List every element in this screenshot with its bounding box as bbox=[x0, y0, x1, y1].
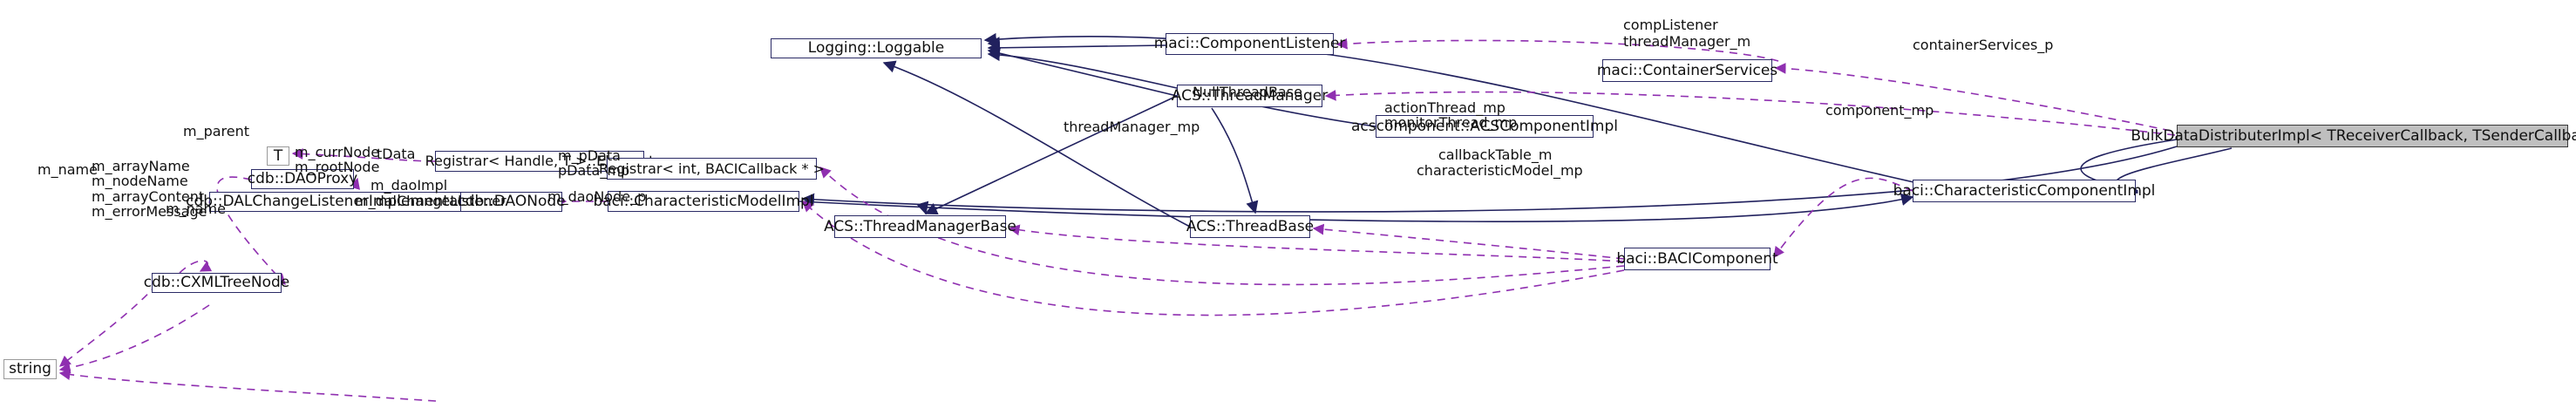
node-label: baci::CharacteristicComponentImpl bbox=[1893, 181, 2156, 200]
node-label: cdb::DALChangeListenerImplementation bbox=[186, 193, 486, 210]
node-label: acscomponent::ACSComponentImpl bbox=[1350, 117, 1619, 135]
node-maci-containerservices[interactable]: maci::ContainerServices bbox=[1597, 59, 1777, 82]
node-maci-componentlistener[interactable]: maci::ComponentListener bbox=[1154, 33, 1345, 55]
edge-label-complistener: compListener bbox=[1623, 17, 1718, 33]
node-label: Logging::Loggable bbox=[807, 39, 945, 57]
node-label: string bbox=[9, 360, 51, 377]
node-label: maci::ComponentListener bbox=[1153, 35, 1346, 52]
node-template-parameter-t[interactable]: T bbox=[267, 146, 289, 166]
edge-label-threadmanager-mp: threadManager_mp bbox=[1064, 119, 1200, 135]
inheritance-edges-lower bbox=[799, 37, 2233, 222]
edge-label-callbacktable-m: callbackTable_m bbox=[1438, 146, 1553, 163]
node-label: Registrar< int, BACICallback * > bbox=[599, 160, 825, 177]
node-label: ACS::ThreadManagerBase bbox=[824, 217, 1016, 235]
node-label: Registrar< Handle, T >::Element bbox=[425, 153, 655, 169]
node-logging-loggable[interactable]: Logging::Loggable bbox=[771, 38, 982, 58]
edge-label-m-name-left: m_name bbox=[37, 161, 98, 178]
node-bulkdatadistributerimpl[interactable]: BulkDataDistributerImpl< TReceiverCallba… bbox=[2131, 125, 2576, 147]
node-label: cdb::DAOProxy bbox=[247, 170, 358, 187]
node-label: ACS::ThreadManager bbox=[1171, 86, 1329, 105]
node-label: maci::ContainerServices bbox=[1596, 61, 1778, 79]
node-acs-threadbase[interactable]: ACS::ThreadBase bbox=[1186, 215, 1314, 238]
node-label: cdb::DAONode bbox=[457, 193, 566, 210]
association-edges bbox=[58, 37, 2176, 402]
edge-label-m-daonode-p: m_daoNode_p bbox=[547, 188, 647, 205]
node-label: BulkDataDistributerImpl< TReceiverCallba… bbox=[2131, 126, 2576, 145]
node-registrar-int-bacicallback[interactable]: Registrar< int, BACICallback * > bbox=[599, 158, 825, 180]
node-label: baci::BACIComponent bbox=[1616, 249, 1778, 268]
node-cdb-dalchangelistenerimplementation[interactable]: cdb::DALChangeListenerImplementation bbox=[186, 192, 486, 212]
edge-label-nullthreadbase: NullThreadBase bbox=[1193, 84, 1302, 100]
edge-label-characteristicmodel-mp: characteristicModel_mp bbox=[1417, 162, 1583, 179]
edge-label-m-dalchangelistener: m_dalChangeListener bbox=[355, 193, 506, 209]
node-cdb-daoproxy[interactable]: cdb::DAOProxy bbox=[247, 169, 358, 189]
node-label: baci::CharacteristicModelImpl bbox=[593, 192, 814, 210]
node-acs-threadmanager[interactable]: ACS::ThreadManager bbox=[1172, 85, 1328, 107]
node-label: cdb::CXMLTreeNode bbox=[143, 274, 290, 291]
inheritance-edges bbox=[882, 32, 1919, 228]
edge-label-tdata: tData bbox=[377, 146, 416, 162]
node-baci-characteristicmodelimpl[interactable]: baci::CharacteristicModelImpl bbox=[593, 191, 814, 212]
node-acscomponent-acscomponentimpl[interactable]: acscomponent::ACSComponentImpl bbox=[1351, 115, 1618, 138]
node-cdb-cxmltreenode[interactable]: cdb::CXMLTreeNode bbox=[144, 273, 289, 293]
node-cdb-daonode[interactable]: cdb::DAONode bbox=[457, 192, 566, 212]
node-string[interactable]: string bbox=[3, 359, 57, 379]
node-baci-characteristiccomponentimpl[interactable]: baci::CharacteristicComponentImpl bbox=[1893, 180, 2155, 202]
node-baci-bacicomponent[interactable]: baci::BACIComponent bbox=[1616, 248, 1778, 270]
edge-label-threadmanager-m: threadManager_m bbox=[1623, 33, 1751, 50]
node-registrar-handle-t-element[interactable]: Registrar< Handle, T >::Element bbox=[425, 151, 654, 172]
edge-label-containerservices-p: containerServices_p bbox=[1913, 37, 2054, 53]
node-label: T bbox=[273, 146, 283, 165]
edge-label-m-parent: m_parent bbox=[183, 123, 250, 139]
edge-label-component-mp: component_mp bbox=[1825, 102, 1934, 119]
node-acs-threadmanagerbase[interactable]: ACS::ThreadManagerBase bbox=[824, 215, 1016, 238]
edge-label-m-name-bottom: m_name bbox=[166, 201, 226, 217]
edge-label-m-daoimpl: m_daoImpl bbox=[370, 177, 448, 194]
node-label: ACS::ThreadBase bbox=[1186, 217, 1315, 235]
